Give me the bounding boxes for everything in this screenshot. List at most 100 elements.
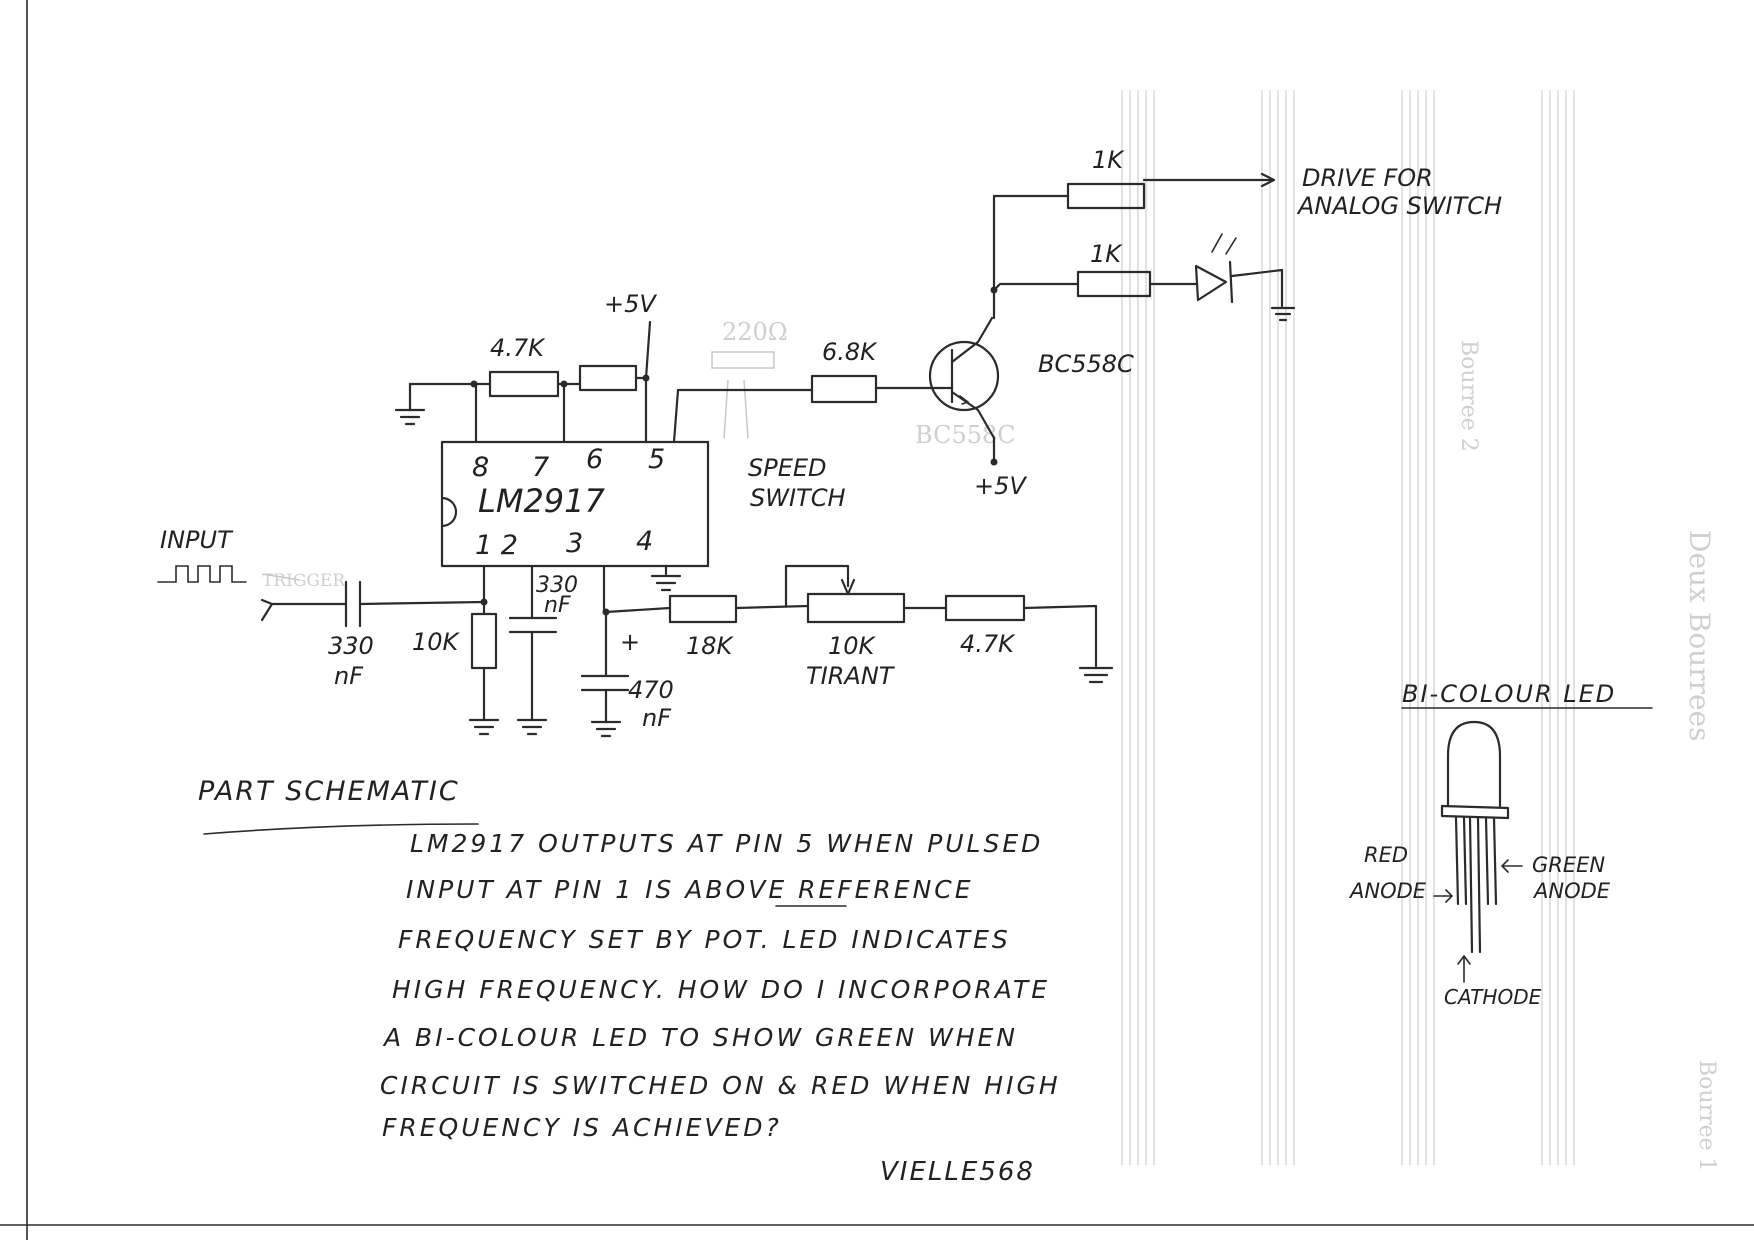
label-plus-pin3: + xyxy=(620,628,640,656)
bicolour-led-drawing xyxy=(1433,720,1523,983)
label-green: GREEN xyxy=(1532,853,1605,877)
ground-symbol-pin3 xyxy=(590,720,622,738)
note-line-7: FREQUENCY IS ACHIEVED? xyxy=(382,1113,782,1142)
collector-network xyxy=(990,172,1296,322)
label-plus5v-top: +5V xyxy=(604,290,657,318)
note-line-2: INPUT AT PIN 1 IS ABOVE REFERENCE xyxy=(406,875,974,904)
lm2917-chip: LM2917 8 7 6 5 1 2 3 4 xyxy=(440,440,710,568)
notes-heading: PART SCHEMATIC xyxy=(198,776,460,807)
show-through-title-upright: Bourree 2 xyxy=(1456,340,1481,452)
led-light-arrows xyxy=(1211,233,1237,255)
label-10k-input: 10K xyxy=(412,628,461,656)
ground-symbol-divider xyxy=(1078,666,1114,684)
resistor-4-7k-top xyxy=(488,370,560,398)
faint-transistor-label: BC558C xyxy=(915,421,1016,449)
show-through-title-side-upper: Deux Bourrees xyxy=(1683,530,1716,742)
note-line-3: FREQUENCY SET BY POT. LED INDICATES xyxy=(398,925,1011,954)
led-lead-green xyxy=(1484,816,1498,906)
label-cathode: CATHODE xyxy=(1444,985,1542,1009)
label-nf-470: nF xyxy=(642,704,672,732)
transistor-envelope xyxy=(928,340,1000,412)
resistor-10k-input xyxy=(470,612,498,670)
capacitor-330-pin2 xyxy=(508,616,558,634)
green-anode-arrow xyxy=(1500,859,1523,873)
chip-pin-3: 3 xyxy=(566,528,583,559)
cathode-arrow xyxy=(1457,954,1471,983)
note-line-6: CIRCUIT IS SWITCHED ON & RED WHEN HIGH xyxy=(380,1071,1061,1100)
label-nf-pin2: nF xyxy=(544,593,571,618)
resistor-6-8k xyxy=(810,374,878,404)
led-symbol xyxy=(1194,264,1228,302)
note-line-5: A BI-COLOUR LED TO SHOW GREEN WHEN xyxy=(382,1023,1018,1052)
chip-pin-5: 5 xyxy=(648,444,665,475)
resistor-18k xyxy=(668,594,738,624)
ground-symbol-led xyxy=(1270,306,1296,322)
staff-column-1 xyxy=(1121,90,1155,1165)
label-6-8k: 6.8K xyxy=(822,338,878,366)
potentiometer-10k xyxy=(806,592,906,624)
label-input: INPUT xyxy=(160,526,234,554)
label-4-7k-top: 4.7K xyxy=(490,334,546,362)
ground-symbol-pin2 xyxy=(516,718,548,736)
notes-heading-underline xyxy=(203,823,479,835)
input-wire xyxy=(260,598,348,622)
label-4-7k-end: 4.7K xyxy=(960,630,1016,658)
show-through-staves: Bourree 2 Deux Bourrees Bourree 1 xyxy=(1121,90,1719,1172)
label-tirant: TIRANT xyxy=(806,662,896,690)
input-capacitor xyxy=(344,580,362,628)
label-330-pin2: 330 xyxy=(536,573,578,598)
led-lead-red xyxy=(1454,816,1468,906)
chip-body xyxy=(440,440,710,568)
resistor-1k-led xyxy=(1076,270,1152,298)
faint-trigger-label: TRIGGER xyxy=(262,571,346,591)
led-rim xyxy=(1440,804,1510,820)
signature: VIELLE568 xyxy=(880,1157,1035,1187)
resistor-pin6-pin5 xyxy=(578,364,638,392)
chip-pin-7: 7 xyxy=(532,452,549,483)
ground-symbol-pin8 xyxy=(394,408,426,426)
ground-symbol-pin4 xyxy=(650,574,682,592)
chip-notch xyxy=(440,496,458,528)
chip-pin-8: 8 xyxy=(472,452,489,483)
led-diagram-title: BI-COLOUR LED xyxy=(1402,680,1616,708)
label-speed: SPEED xyxy=(748,454,827,482)
chip-pins-1-2: 1 2 xyxy=(475,530,518,561)
led-dome xyxy=(1446,720,1502,808)
label-green-anode: ANODE xyxy=(1532,879,1611,903)
label-18k: 18K xyxy=(686,632,735,660)
capacitor-470-pin3 xyxy=(580,674,630,692)
staff-column-2 xyxy=(1261,90,1295,1165)
ground-symbol-10k xyxy=(468,718,500,736)
label-1k-drive: 1K xyxy=(1092,146,1125,174)
input-pulse-waveform xyxy=(157,565,247,583)
label-red-anode: ANODE xyxy=(1348,879,1427,903)
staff-column-3 xyxy=(1401,90,1435,1165)
note-line-1: LM2917 OUTPUTS AT PIN 5 WHEN PULSED xyxy=(410,829,1043,858)
label-analog-switch: ANALOG SWITCH xyxy=(1296,192,1502,220)
pot-wiper-arrow xyxy=(840,578,856,596)
label-red: RED xyxy=(1364,843,1408,867)
top-network xyxy=(394,320,814,444)
label-330-input: 330 xyxy=(328,632,374,660)
label-1k-led: 1K xyxy=(1090,240,1123,268)
label-plus5v-transistor: +5V xyxy=(974,472,1027,500)
drive-arrow xyxy=(1260,172,1276,188)
label-10k-pot: 10K xyxy=(828,632,877,660)
show-through-title-side-lower: Bourree 1 xyxy=(1694,1060,1719,1172)
label-transistor: BC558C xyxy=(1038,350,1134,378)
label-nf-input: nF xyxy=(334,662,364,690)
label-switch: SWITCH xyxy=(750,484,846,512)
led-lead-cathode xyxy=(1468,816,1482,954)
reference-divider xyxy=(604,564,1114,684)
faint-speed-resistor-label: 220Ω xyxy=(722,318,788,346)
note-line-4: HIGH FREQUENCY. HOW DO I INCORPORATE xyxy=(392,975,1050,1004)
chip-pin-4: 4 xyxy=(636,526,653,557)
resistor-4-7k-end xyxy=(944,594,1026,622)
label-drive-for: DRIVE FOR xyxy=(1302,164,1433,192)
erased-sketch-marks xyxy=(261,351,775,581)
red-anode-arrow xyxy=(1433,889,1454,903)
label-470: 470 xyxy=(628,676,674,704)
chip-name: LM2917 xyxy=(478,482,606,520)
